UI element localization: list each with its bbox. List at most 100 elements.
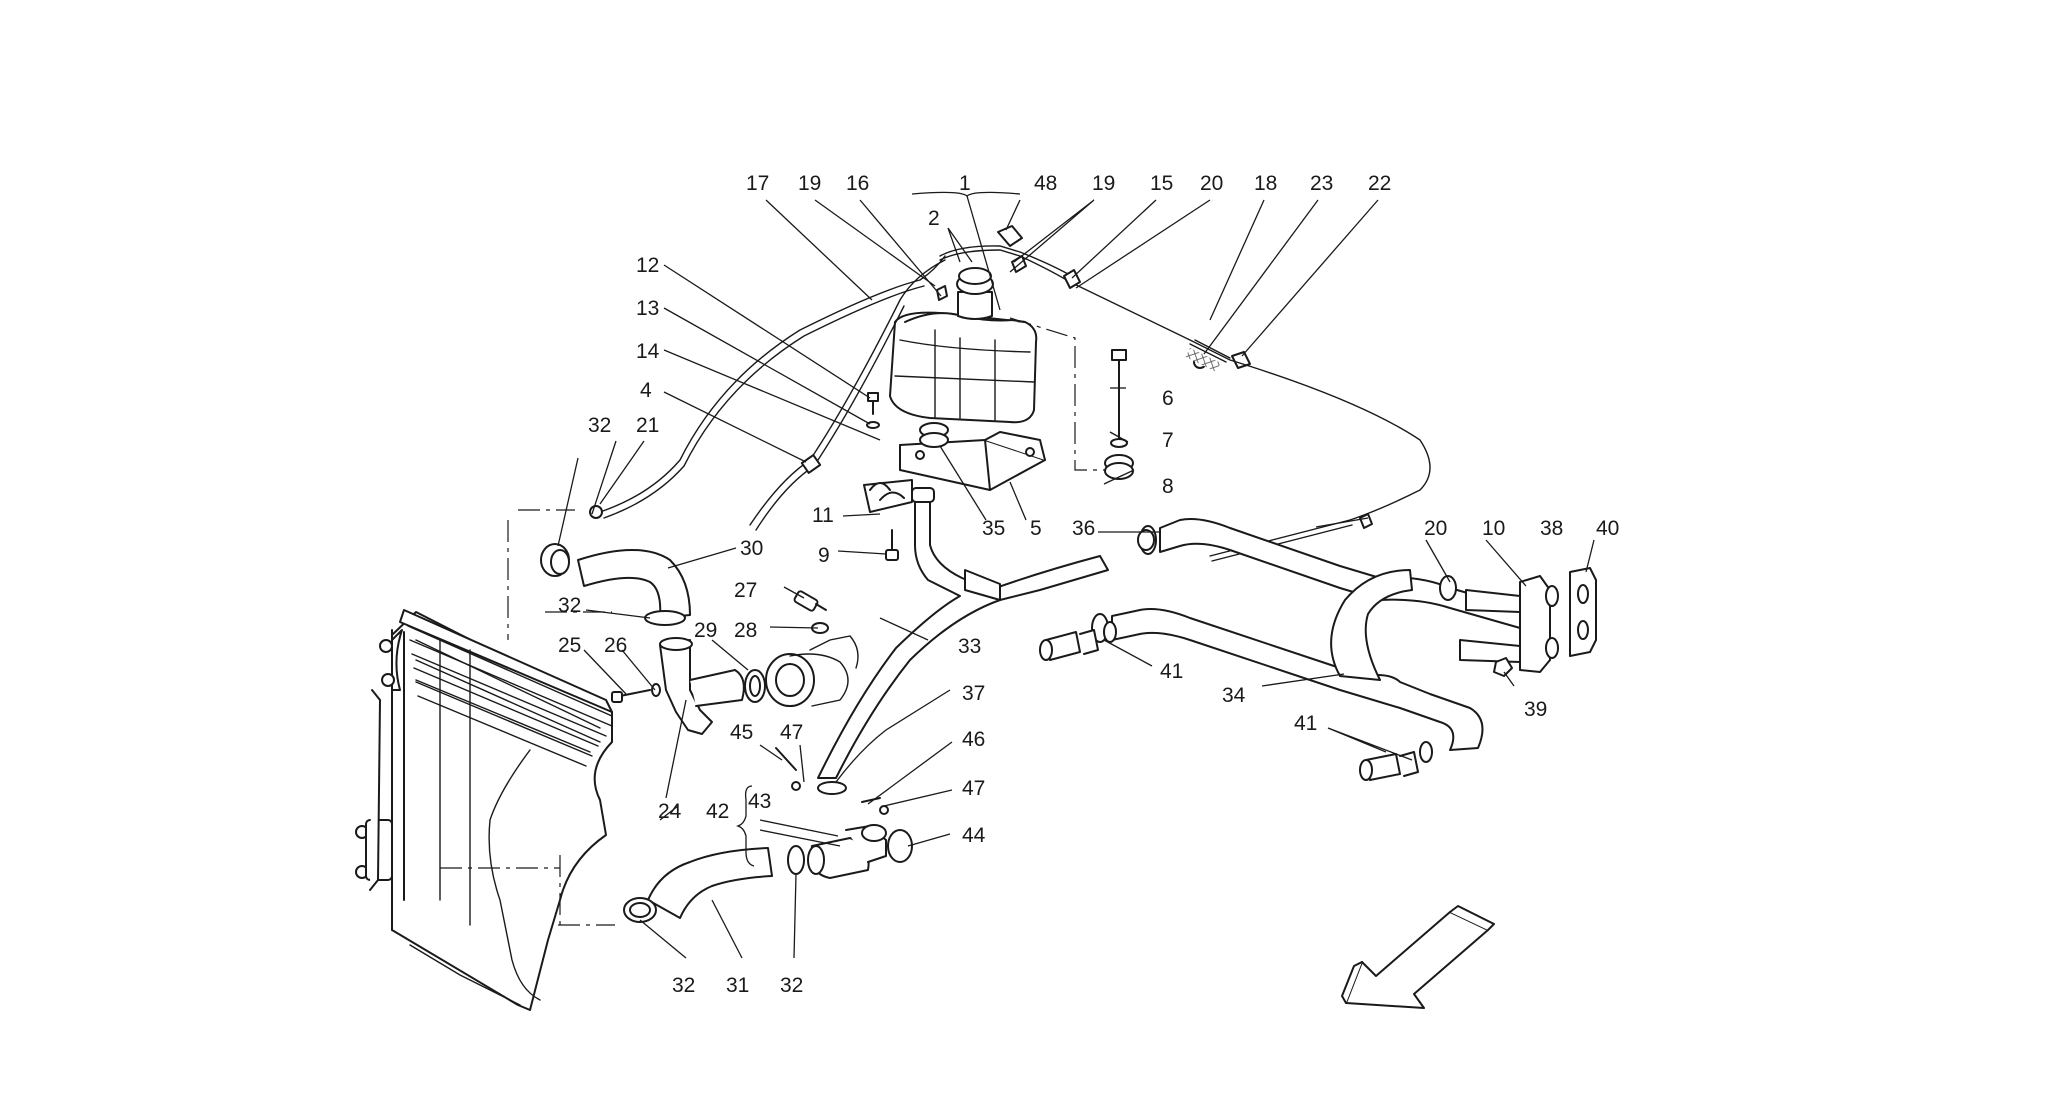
brace-42 [735,785,755,867]
callout-18: 18 [1254,172,1277,195]
hose-clamp-32-b [644,610,686,626]
callout-8: 8 [1162,475,1174,498]
heater-pipe-lower [1091,608,1484,751]
callout-21: 21 [636,414,659,437]
tie-16 [936,285,948,301]
thermostat-housing [765,635,859,707]
callout-47-lower: 47 [962,777,985,800]
hose-clamp-44 [887,829,913,863]
radiator [355,609,613,1011]
callout-38: 38 [1540,517,1563,540]
callout-19-left: 19 [798,172,821,195]
callout-5: 5 [1030,517,1042,540]
o-ring-29 [744,669,766,703]
callout-45: 45 [730,721,753,744]
callout-20-top: 20 [1200,172,1223,195]
clip-20 [1359,513,1373,529]
callout-13: 13 [636,297,659,320]
callout-leader-lines [557,191,1595,959]
clip-22 [1231,351,1251,369]
long-bolt-6 [1111,349,1127,441]
thermostat-elbow-24 [659,637,745,735]
callout-6: 6 [1162,387,1174,410]
callout-4: 4 [640,379,652,402]
callout-42: 42 [706,800,729,823]
hose-31 [623,847,773,923]
rubber-mount-8 [1104,454,1134,480]
callout-33: 33 [958,635,981,658]
callout-30: 30 [740,537,763,560]
callout-26: 26 [604,634,627,657]
callout-32-top: 32 [588,414,611,437]
callout-20-right: 20 [1424,517,1447,540]
callout-16: 16 [846,172,869,195]
callout-36: 36 [1072,517,1095,540]
callout-34: 34 [1222,684,1246,707]
callout-15: 15 [1150,172,1173,195]
callout-numbers: 1 2 4 5 6 7 8 9 10 11 12 13 14 15 16 17 … [558,172,1619,997]
callout-24: 24 [658,800,682,823]
callout-40: 40 [1596,517,1619,540]
callout-29: 29 [694,619,717,642]
callout-11: 11 [812,504,834,527]
callout-28: 28 [734,619,757,642]
gasket-40 [1569,567,1597,657]
heater-connector-38 [1459,575,1559,673]
heater-pipe-upper [1139,518,1521,629]
callout-41-upper: 41 [1160,660,1183,683]
hose-clamp-37 [817,781,847,795]
front-direction-arrow-icon [1341,905,1495,1009]
callout-48: 48 [1034,172,1057,195]
hose-30 [540,543,691,619]
temperature-sensor-27 [793,590,827,612]
hose-clamp-36 [1137,529,1155,551]
clamp-48 [997,225,1023,247]
bleed-valve-41-b [1359,741,1433,781]
callout-37: 37 [962,682,985,705]
callout-46: 46 [962,728,985,751]
hose-33 [817,487,1109,779]
callout-14: 14 [636,340,660,363]
expansion-tank [889,311,1038,424]
radiator-fins [407,625,613,767]
callout-17: 17 [746,172,769,195]
callout-27: 27 [734,579,757,602]
tank-filler-cap [956,267,994,320]
bolt-9 [885,529,899,561]
hose-34-braided [1330,569,1413,681]
callout-25: 25 [558,634,581,657]
callout-7: 7 [1162,429,1174,452]
callout-44: 44 [962,824,986,847]
callout-23: 23 [1310,172,1333,195]
washer-26 [651,683,661,697]
t-pipe-43 [807,824,887,879]
callout-32-mid: 32 [558,594,581,617]
callout-12: 12 [636,254,659,277]
breather-hoses [589,245,1431,562]
callout-41-lower: 41 [1294,712,1317,735]
screw-25 [611,689,651,703]
callout-1: 1 [959,172,971,195]
callout-9: 9 [818,544,830,567]
callout-32-bottom-right: 32 [780,974,803,997]
callout-35: 35 [982,517,1005,540]
hose-support-bracket [863,479,913,513]
callout-43: 43 [748,790,771,813]
tank-mounting-bracket [899,422,1046,491]
callout-32-bottom-left: 32 [672,974,695,997]
callout-31: 31 [726,974,749,997]
hose-18-braided [1185,348,1221,372]
callout-22: 22 [1368,172,1391,195]
callout-47-upper: 47 [780,721,803,744]
callout-10: 10 [1482,517,1505,540]
nut-39 [1493,657,1513,677]
callout-2: 2 [928,207,940,230]
callout-19-right: 19 [1092,172,1115,195]
bleed-valve-41-a [1039,621,1117,661]
screw-12 [867,392,879,415]
hose-clamp-10 [1439,575,1457,601]
hose-clamp-32-c [787,845,805,875]
callout-39: 39 [1524,698,1547,721]
washer-7 [1110,438,1128,448]
